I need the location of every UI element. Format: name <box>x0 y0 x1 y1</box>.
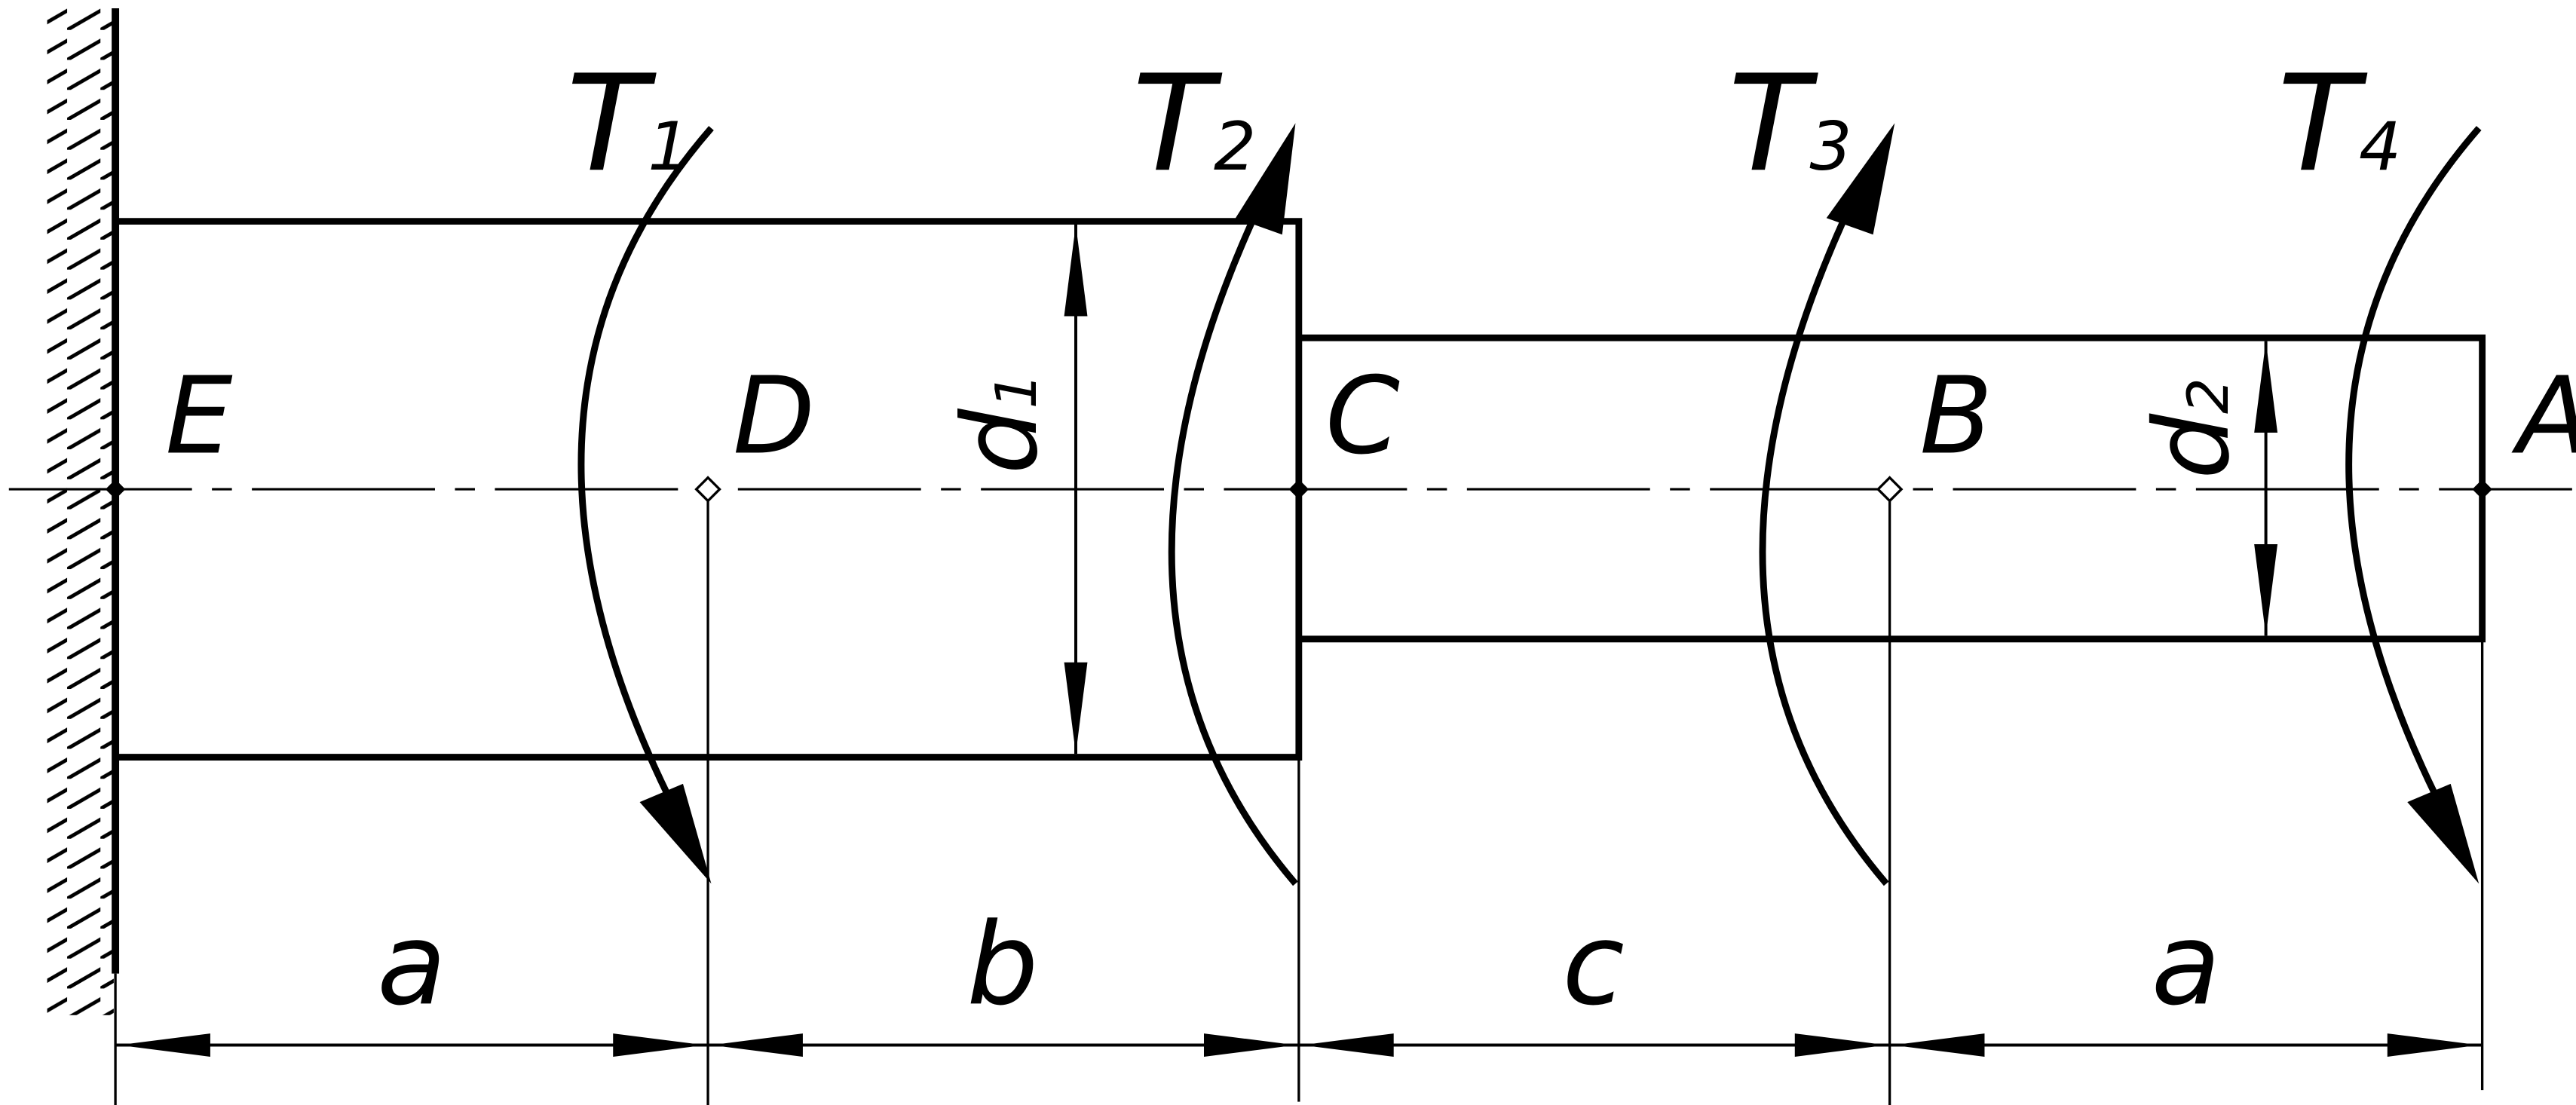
diameter-label-1: d1 <box>941 373 1061 475</box>
torque-label-2: T2 <box>1132 46 1256 201</box>
torque-label-1-index: 1 <box>648 108 690 185</box>
span-labels: a b c a <box>377 899 2221 1030</box>
torque-arrowhead-3 <box>1826 123 1895 235</box>
torque-label-3-letter: T <box>1728 46 1818 201</box>
torque-label-2-index: 2 <box>1214 108 1256 185</box>
label-point-a: A <box>2511 355 2576 479</box>
span-3-arrow-right <box>1794 1033 1887 1057</box>
span-label-3: c <box>1562 899 1625 1030</box>
span-label-4: a <box>2152 899 2221 1030</box>
point-marker-a <box>2472 479 2492 500</box>
span-3-arrow-left <box>1302 1033 1394 1057</box>
torque-label-1-letter: T <box>566 46 657 201</box>
torque-arrow-4 <box>2345 126 2482 797</box>
point-marker-b <box>1876 476 1904 503</box>
diameter-labels: d1 d2 <box>941 373 2253 479</box>
torque-arrow-2 <box>1168 198 1298 886</box>
torque-arrow-1 <box>577 126 714 797</box>
torque-arrows <box>577 126 2482 886</box>
label-point-e: E <box>165 355 232 479</box>
diameter-label-1-index: 1 <box>983 373 1049 409</box>
point-marker-c <box>1288 479 1309 500</box>
torque-label-2-letter: T <box>1132 46 1223 201</box>
d1-arrowhead-top <box>1064 225 1088 317</box>
label-point-d: D <box>733 355 815 479</box>
d2-arrowhead-top <box>2254 341 2278 433</box>
length-arrowheads <box>118 1033 2480 1057</box>
torque-label-4: T4 <box>2277 46 2401 201</box>
diameter-dimension-2 <box>2254 341 2278 636</box>
label-point-b: B <box>1919 355 1992 479</box>
torque-label-4-index: 4 <box>2359 108 2401 185</box>
diameter-label-2-index: 2 <box>2175 378 2241 414</box>
length-dimensions <box>115 1033 2483 1057</box>
diameter-label-1-letter: d <box>941 408 1061 474</box>
torque-arrowhead-2 <box>1235 123 1296 235</box>
d1-arrowhead-bottom <box>1064 662 1088 755</box>
point-marker-d <box>694 476 721 503</box>
span-label-1: a <box>377 899 446 1030</box>
label-point-c: C <box>1325 355 1400 479</box>
diameter-label-2-letter: d <box>2133 413 2253 479</box>
torque-label-3: T3 <box>1728 46 1852 201</box>
diameter-dimension-1 <box>1064 225 1088 755</box>
span-2-arrow-left <box>711 1033 803 1057</box>
span-label-2: b <box>966 899 1038 1030</box>
torque-label-1: T1 <box>566 46 690 201</box>
point-labels: E D C B A <box>165 355 2576 479</box>
fixed-support <box>47 8 120 1015</box>
span-2-arrow-right <box>1204 1033 1296 1057</box>
torque-labels: T1 T2 T3 T4 <box>566 46 2401 201</box>
d2-arrowhead-bottom <box>2254 543 2278 636</box>
span-4-arrow-left <box>1893 1033 1985 1057</box>
wall-hatching <box>47 8 114 1015</box>
torque-label-3-index: 3 <box>1809 108 1852 185</box>
torque-arrow-3 <box>1759 198 1889 886</box>
torque-label-4-letter: T <box>2277 46 2368 201</box>
torque-arrowhead-1 <box>639 783 712 884</box>
span-4-arrow-right <box>2387 1033 2480 1057</box>
torque-arrowheads <box>639 123 2480 884</box>
span-1-arrow-left <box>118 1033 210 1057</box>
torque-arrowhead-4 <box>2407 783 2480 884</box>
span-1-arrow-right <box>613 1033 705 1057</box>
diameter-label-2: d2 <box>2133 378 2253 479</box>
